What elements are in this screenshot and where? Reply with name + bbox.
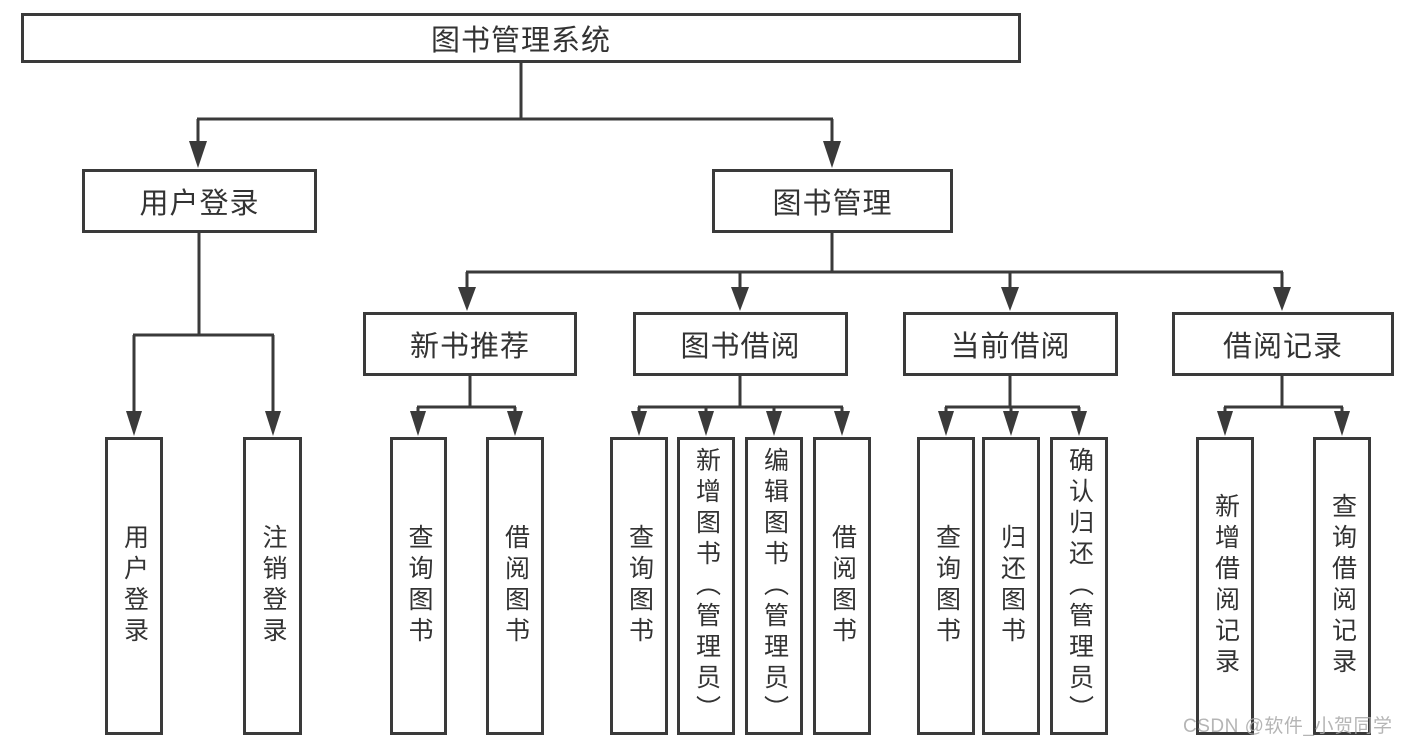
leaf-records-query-record: 查询借阅记录	[1313, 437, 1371, 735]
node-user-login: 用户登录	[82, 169, 317, 233]
leaf-newbooks-borrow-books-label: 借阅图书	[501, 524, 530, 648]
node-new-book-recommend-label: 新书推荐	[409, 331, 530, 363]
node-book-borrowing: 图书借阅	[633, 312, 848, 376]
leaf-current-return-books-label: 归还图书	[997, 524, 1026, 648]
leaf-newbooks-query-books: 查询图书	[390, 437, 447, 735]
leaf-current-confirm-return-admin-label: 确认归还（管理员）	[1065, 446, 1094, 726]
leaf-records-add-record-label: 新增借阅记录	[1211, 493, 1240, 679]
leaf-borrowing-query-books: 查询图书	[610, 437, 668, 735]
leaf-borrowing-borrow-books-label: 借阅图书	[828, 524, 857, 648]
leaf-borrowing-add-books-admin-label: 新增图书（管理员）	[692, 446, 721, 726]
leaf-logout-label: 注销登录	[259, 524, 287, 648]
leaf-current-confirm-return-admin: 确认归还（管理员）	[1050, 437, 1108, 735]
node-borrowing-records: 借阅记录	[1172, 312, 1394, 376]
node-book-borrowing-label: 图书借阅	[680, 331, 801, 363]
node-book-management: 图书管理	[712, 169, 953, 233]
leaf-user-login: 用户登录	[105, 437, 163, 735]
leaf-borrowing-query-books-label: 查询图书	[625, 524, 654, 648]
node-new-book-recommend: 新书推荐	[363, 312, 577, 376]
leaf-current-return-books: 归还图书	[982, 437, 1040, 735]
leaf-borrowing-borrow-books: 借阅图书	[813, 437, 871, 735]
arrowheads	[126, 141, 1350, 436]
node-user-login-label: 用户登录	[139, 188, 260, 220]
node-current-borrowing: 当前借阅	[903, 312, 1118, 376]
leaf-current-query-books-label: 查询图书	[932, 524, 961, 648]
leaf-newbooks-query-books-label: 查询图书	[405, 524, 433, 648]
leaf-borrowing-add-books-admin: 新增图书（管理员）	[677, 437, 735, 735]
csdn-watermark: CSDN @软件_小贺同学	[1183, 716, 1393, 737]
leaf-newbooks-borrow-books: 借阅图书	[486, 437, 544, 735]
leaf-user-login-label: 用户登录	[120, 524, 149, 648]
leaf-records-add-record: 新增借阅记录	[1196, 437, 1254, 735]
node-borrowing-records-label: 借阅记录	[1222, 331, 1343, 363]
leaf-borrowing-edit-books-admin-label: 编辑图书（管理员）	[760, 446, 789, 726]
leaf-current-query-books: 查询图书	[917, 437, 975, 735]
leaf-borrowing-edit-books-admin: 编辑图书（管理员）	[745, 437, 803, 735]
leaf-logout: 注销登录	[243, 437, 302, 735]
node-library-system: 图书管理系统	[21, 13, 1021, 63]
node-library-system-label: 图书管理系统	[430, 25, 611, 57]
node-book-management-label: 图书管理	[772, 188, 893, 220]
leaf-records-query-record-label: 查询借阅记录	[1328, 493, 1357, 679]
node-current-borrowing-label: 当前借阅	[950, 331, 1071, 363]
